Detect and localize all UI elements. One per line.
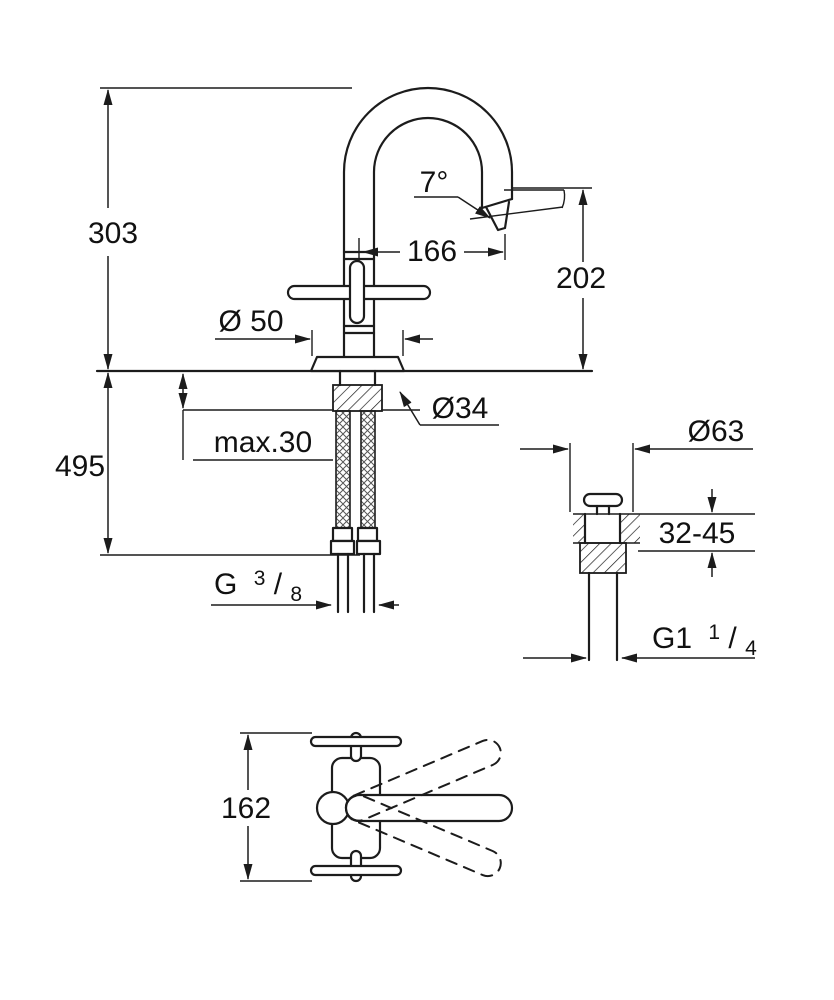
- escutcheon: [309, 355, 406, 373]
- dim-166-label: 166: [407, 235, 457, 268]
- spout-swing-range: [344, 738, 502, 878]
- pivot-circle: [315, 790, 351, 826]
- dim-angle-label: 7°: [420, 166, 449, 199]
- mounting-base: [183, 355, 420, 412]
- front-view: 303 495 166 202 7°: [55, 86, 606, 614]
- spout: [342, 86, 514, 359]
- popup-plug-cap: [582, 492, 624, 508]
- dim-max-deck: max.30: [178, 373, 333, 461]
- waste-view: Ø63 32-45 G1 1: [520, 415, 757, 663]
- supply-hoses: [329, 410, 382, 614]
- dim-waste-thread: G1 1 / 4: [523, 613, 757, 663]
- handle-bottom-cross: [309, 864, 403, 877]
- popup-waste: [573, 492, 755, 662]
- dim-outlet-height: 202: [512, 187, 606, 370]
- dim-3245-label: 32-45: [659, 517, 736, 550]
- cross-handle: [286, 259, 432, 325]
- dim-495-label: 495: [55, 450, 105, 483]
- dim-reach: 166: [358, 234, 506, 268]
- mounting-nut: [332, 384, 383, 412]
- dim-spout-height: 303: [88, 87, 352, 370]
- dim-deck-range: 32-45: [638, 489, 755, 577]
- dim-hole-diameter: Ø34: [399, 391, 499, 426]
- dim-d34-label: Ø34: [432, 392, 489, 425]
- top-view: 162: [221, 731, 514, 883]
- dim-162-label: 162: [221, 792, 271, 825]
- dim-max30-label: max.30: [214, 426, 312, 459]
- dim-202-label: 202: [556, 262, 606, 295]
- dim-g38-label: G 3 / 8: [214, 559, 302, 606]
- faucet-top-view: [309, 731, 514, 883]
- dim-height-below: 495: [55, 372, 360, 556]
- dim-spray-angle: 7°: [414, 166, 566, 220]
- dim-handle-span: 162: [221, 732, 312, 882]
- locknut: [579, 542, 627, 574]
- dim-body-diameter: Ø 50: [215, 305, 433, 356]
- dim-d50-label: Ø 50: [218, 305, 283, 338]
- handle-top-cross: [309, 735, 403, 748]
- dim-flange-diameter: Ø63: [520, 415, 753, 512]
- dim-303-label: 303: [88, 217, 138, 250]
- dim-supply-thread: G 3 / 8: [211, 559, 399, 610]
- dim-d63-label: Ø63: [688, 415, 745, 448]
- dim-g114-label: G1 1 / 4: [652, 613, 757, 660]
